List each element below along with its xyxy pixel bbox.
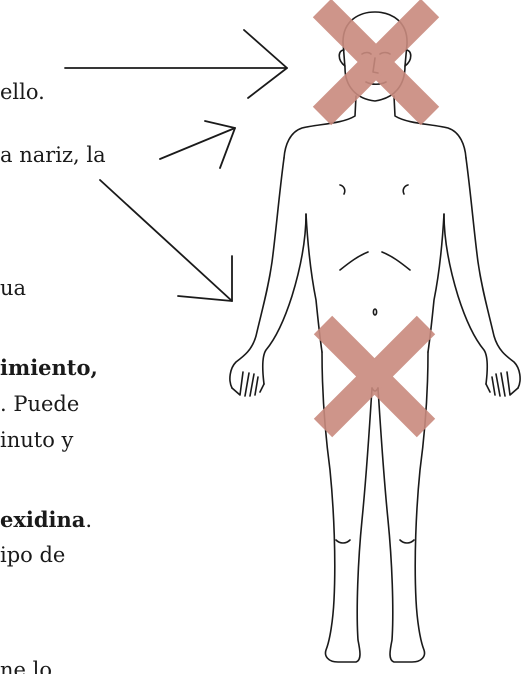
arrows: [64, 29, 288, 302]
arrow-to-groin: [99, 179, 233, 302]
text-line-bold-2-main: exidina: [0, 507, 86, 532]
text-line-6: ipo de: [0, 543, 66, 567]
text-line-1: ello.: [0, 80, 45, 104]
text-line-bold-1: imiento,: [0, 355, 98, 380]
text-line-4: . Puede: [0, 392, 80, 416]
arrow-to-face: [64, 29, 288, 99]
text-line-5: inuto y: [0, 428, 74, 452]
body-outline: [229, 11, 521, 663]
text-line-7: ne lo: [0, 658, 52, 674]
text-line-bold-2: exidina.: [0, 507, 93, 533]
groin-x-marker: [313, 315, 436, 438]
text-line-bold-2-suffix: .: [85, 508, 93, 532]
face-x-marker: [312, 0, 440, 126]
text-line-3: ua: [0, 276, 27, 300]
text-line-2: a nariz, la: [0, 143, 106, 167]
arrow-to-nose: [159, 120, 236, 169]
